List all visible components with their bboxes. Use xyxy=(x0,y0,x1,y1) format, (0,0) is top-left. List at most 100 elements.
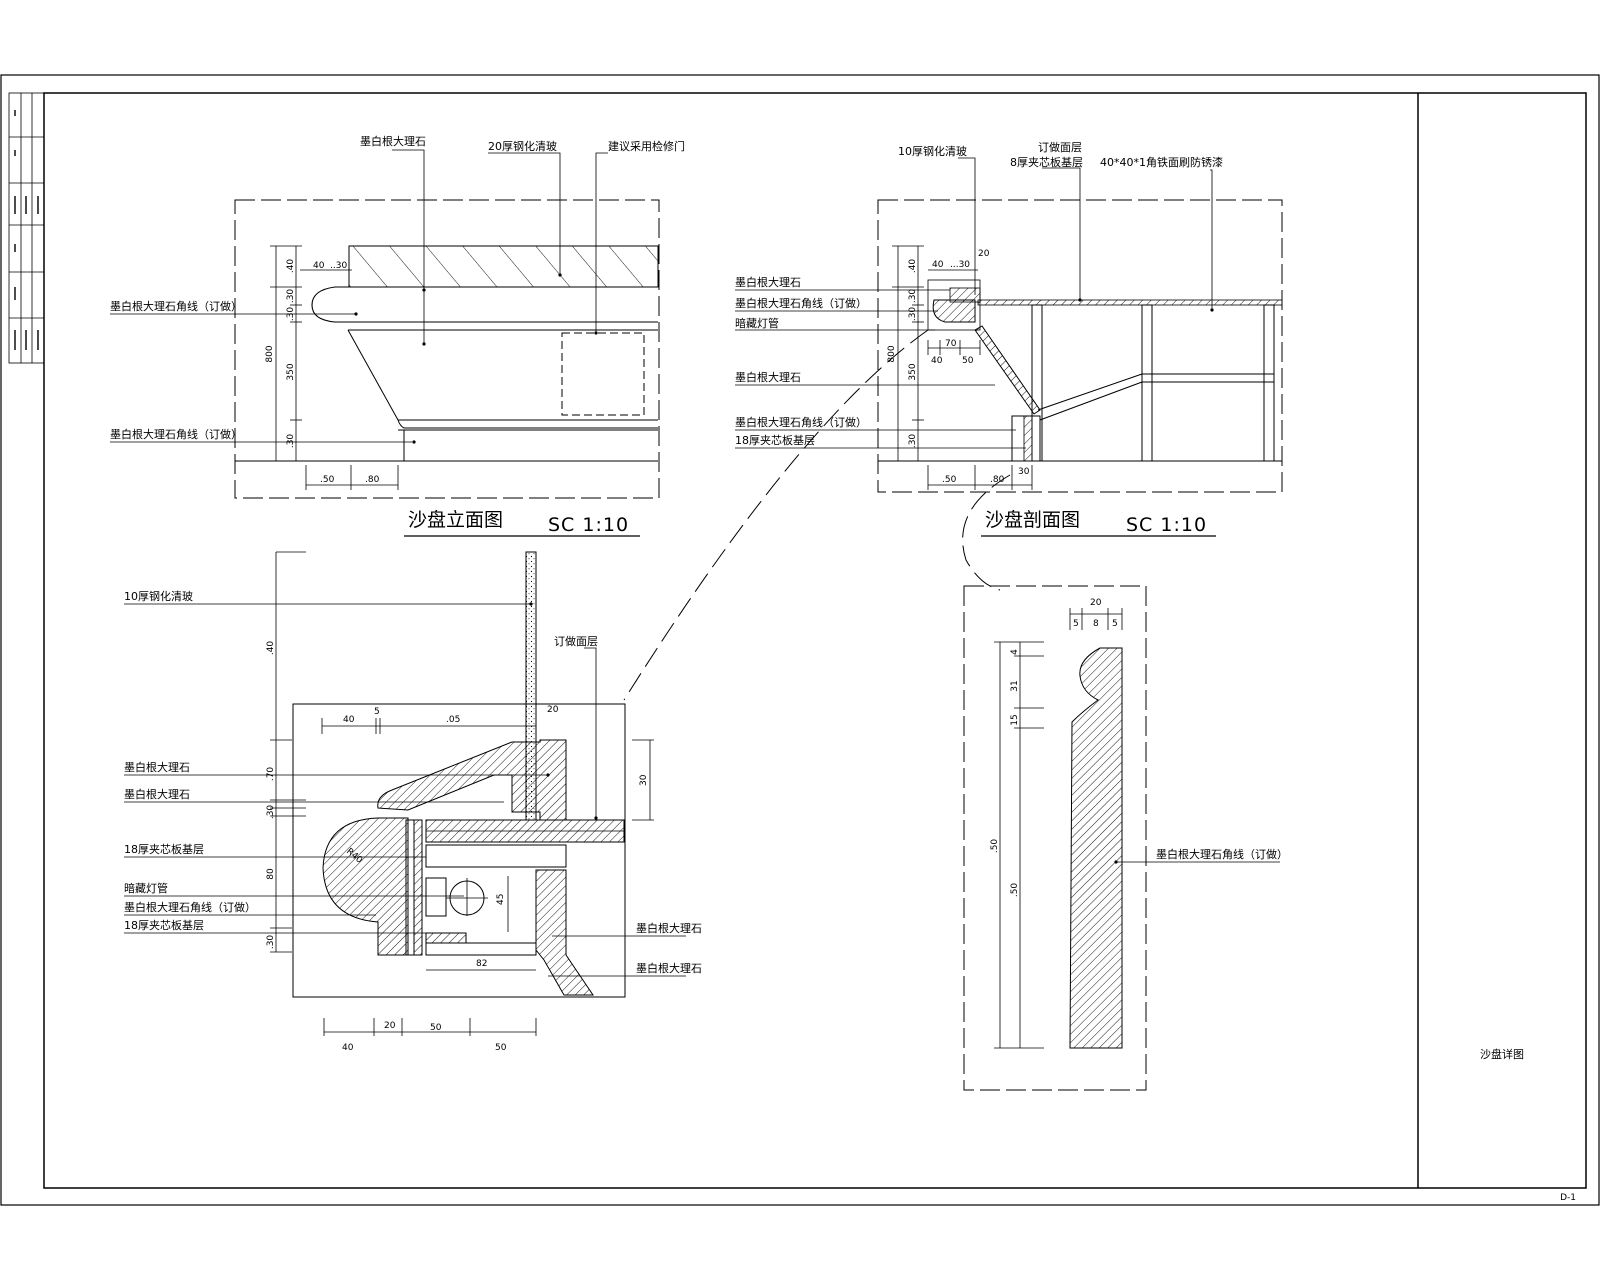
section-title: 沙盘剖面图 xyxy=(985,509,1080,531)
sec-dim-top-40: 40 xyxy=(932,260,944,270)
sec-dim-top-20: 20 xyxy=(978,249,990,259)
elev-dim-30a: .30 xyxy=(286,289,296,304)
detail-a-label-marble-2: 墨白根大理石 xyxy=(124,787,190,801)
elevation-sloped-body xyxy=(347,329,399,421)
sec-dim-350: 350 xyxy=(908,363,918,380)
detail-a-label-lamp: 暗藏灯管 xyxy=(124,881,168,895)
elevation-view: .40 .30 .30 350 800 .30 40 ..30 .50 .80 xyxy=(110,134,685,537)
detail-b-dim-top-20: 20 xyxy=(1090,598,1102,608)
detail-b-moulding-profile xyxy=(1069,647,1123,1049)
elev-dim-40: .40 xyxy=(286,259,296,274)
elevation-glass-top xyxy=(348,245,659,288)
detail-a-sloped-marble xyxy=(377,739,567,821)
revision-strip xyxy=(8,92,45,364)
section-steel-frame xyxy=(1024,304,1282,462)
elev-label-moulding-bottom: 墨白根大理石角线（订做） xyxy=(110,427,242,441)
detail-a-dim-left-70: .70 xyxy=(266,767,276,782)
elev-dim-350: 350 xyxy=(286,363,296,380)
elevation-access-door xyxy=(561,332,645,416)
detail-a-dim-left-30b: .30 xyxy=(266,935,276,950)
detail-a-view: R40 45 82 30 40 5 .05 20 xyxy=(124,551,702,1053)
detail-a-dim-top-40: 40 xyxy=(343,715,355,725)
sec-dim-top-30: ...30 xyxy=(950,260,970,270)
elevation-scale: SC 1:10 xyxy=(548,514,629,536)
detail-a-dim-left-40: .40 xyxy=(266,641,276,656)
detail-a-dim-82: 82 xyxy=(476,959,487,969)
section-top-surface xyxy=(977,299,1283,306)
detail-a-label-sandwich-1: 18厚夹芯板基层 xyxy=(124,842,204,856)
detail-a-dim-bot-50b: 50 xyxy=(495,1043,507,1053)
sec-label-moulding-2: 墨白根大理石角线（订做） xyxy=(735,415,867,429)
elev-label-access-door: 建议采用检修门 xyxy=(608,139,685,153)
detail-a-right-marble xyxy=(535,869,594,996)
elev-label-glass: 20厚钢化清玻 xyxy=(488,139,557,153)
elevation-top-moulding xyxy=(311,286,658,323)
sheet-number: D-1 xyxy=(1560,1193,1576,1203)
detail-a-dim-top-05: .05 xyxy=(446,715,460,725)
elev-dim-800: 800 xyxy=(265,345,275,362)
sheet-frame xyxy=(0,74,1600,1206)
detail-a-dim-top-5: 5 xyxy=(374,707,380,717)
elevation-dashed-frame xyxy=(234,199,660,499)
callout-connectors xyxy=(623,329,1011,701)
detail-b-dim-left-4: 4 xyxy=(1010,649,1020,655)
detail-a-label-marble-1: 墨白根大理石 xyxy=(124,760,190,774)
detail-a-round-moulding xyxy=(322,817,409,956)
sec-dim-40: .40 xyxy=(908,259,918,274)
detail-b-dim-top-8: 8 xyxy=(1093,619,1099,629)
sec-dim-bot-80: .80 xyxy=(990,475,1005,485)
section-scale: SC 1:10 xyxy=(1126,514,1207,536)
elev-dim-bot-80: .80 xyxy=(365,475,380,485)
detail-b-frame xyxy=(963,585,1147,1091)
sec-dim-bot-30: 30 xyxy=(1018,467,1030,477)
detail-b-dim-left-15: 15 xyxy=(1010,714,1020,725)
title-block-label: 沙盘详图 xyxy=(1480,1047,1524,1061)
section-sloped-marble xyxy=(974,325,1041,415)
detail-a-dim-top-20: 20 xyxy=(547,705,559,715)
sec-label-finish: 订做面层 xyxy=(1038,140,1082,154)
sec-dim-30a: .30 xyxy=(908,289,918,304)
elev-dim-top-30: ..30 xyxy=(330,261,347,271)
detail-b-dim-top-5a: 5 xyxy=(1073,619,1079,629)
detail-a-dim-30: 30 xyxy=(639,774,649,786)
detail-a-dim-bot-50a: 50 xyxy=(430,1023,442,1033)
detail-a-lamp-box xyxy=(425,877,447,917)
detail-b-dim-top-5b: 5 xyxy=(1112,619,1118,629)
sec-dim-bot-50: .50 xyxy=(942,475,957,485)
detail-a-label-marble-r2: 墨白根大理石 xyxy=(636,961,702,975)
elev-label-marble: 墨白根大理石 xyxy=(360,134,426,148)
elevation-dims-left xyxy=(270,245,302,462)
detail-b-dim-left-50a: .50 xyxy=(990,839,1000,854)
sec-label-marble-2: 墨白根大理石 xyxy=(735,370,801,384)
detail-b-dim-left-31: 31 xyxy=(1010,680,1020,691)
sec-dim-mid-50: 50 xyxy=(962,356,974,366)
section-corner-moulding xyxy=(932,299,976,323)
elev-dim-bot-50: .50 xyxy=(320,475,335,485)
detail-b-view: 20 5 8 5 4 31 15 .50 .50 墨白根大理石角线（订做） xyxy=(963,585,1288,1091)
detail-a-label-finish: 订做面层 xyxy=(554,634,598,648)
detail-a-dim-left-80: 80 xyxy=(266,868,276,880)
sec-dim-800: 800 xyxy=(887,345,897,362)
detail-a-dim-bot-40: 40 xyxy=(342,1043,354,1053)
detail-a-dim-bot-20: 20 xyxy=(384,1021,396,1031)
detail-a-dim-left-30a: .30 xyxy=(266,805,276,820)
detail-a-label-marble-r1: 墨白根大理石 xyxy=(636,921,702,935)
detail-b-dim-left-50b: .50 xyxy=(1010,883,1020,898)
elev-dim-30c: .30 xyxy=(286,434,296,449)
detail-a-label-moulding: 墨白根大理石角线（订做） xyxy=(124,900,256,914)
section-view: .40 .30 .30 350 800 .30 40 ...30 20 40 7… xyxy=(735,140,1283,537)
sec-dim-30b: .30 xyxy=(908,307,918,322)
sec-label-hidden-lamp: 暗藏灯管 xyxy=(735,316,779,330)
detail-a-label-glass: 10厚钢化清玻 xyxy=(124,589,193,603)
detail-a-label-sandwich-2: 18厚夹芯板基层 xyxy=(124,918,204,932)
sec-dim-30c: .30 xyxy=(908,434,918,449)
elev-dim-top-40: 40 xyxy=(313,261,325,271)
elevation-title: 沙盘立面图 xyxy=(408,509,503,531)
sec-label-sandwich-18: 18厚夹芯板基层 xyxy=(735,433,815,447)
detail-b-label-moulding: 墨白根大理石角线（订做） xyxy=(1156,847,1288,861)
sec-label-moulding-1: 墨白根大理石角线（订做） xyxy=(735,296,867,310)
elev-label-moulding-top: 墨白根大理石角线（订做） xyxy=(110,299,242,313)
detail-a-dim-45: 45 xyxy=(496,894,506,905)
sec-label-glass: 10厚钢化清玻 xyxy=(898,144,967,158)
